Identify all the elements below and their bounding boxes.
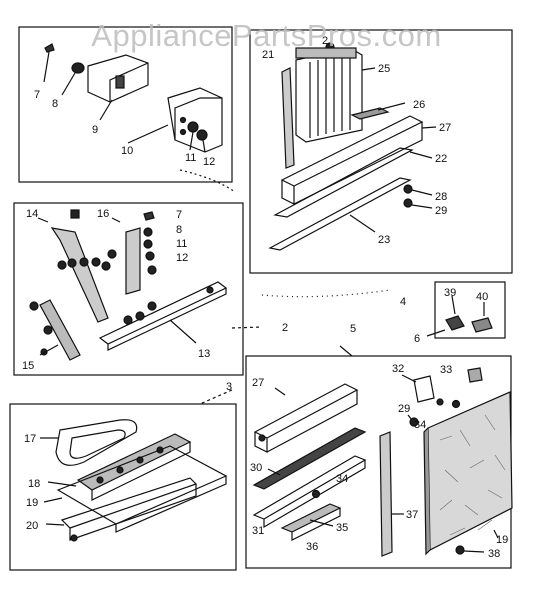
label-34a: 34 bbox=[414, 419, 426, 431]
part-strip-22 bbox=[273, 147, 433, 218]
part-nut-stack bbox=[143, 227, 157, 275]
part-strip-30 bbox=[252, 427, 367, 490]
label-25: 25 bbox=[378, 63, 390, 75]
part-filter-panel bbox=[423, 391, 513, 556]
part-top-rail-27a bbox=[280, 115, 437, 205]
part-angle-bracket-10 bbox=[127, 87, 223, 153]
label-37: 37 bbox=[406, 509, 418, 521]
label-30: 30 bbox=[250, 462, 262, 474]
label-12b: 12 bbox=[176, 252, 188, 264]
label-11a: 11 bbox=[185, 152, 196, 164]
part-bracket-35 bbox=[280, 503, 342, 541]
part-cover-plate-9 bbox=[87, 54, 149, 121]
part-clip-40 bbox=[471, 302, 493, 333]
part-clip-39 bbox=[445, 295, 465, 331]
label-18: 18 bbox=[28, 478, 40, 490]
part-screw-7b bbox=[143, 211, 155, 221]
label-4: 4 bbox=[400, 296, 406, 308]
part-washer-29a bbox=[403, 198, 433, 209]
label-32: 32 bbox=[392, 363, 404, 375]
label-29a: 29 bbox=[435, 205, 447, 217]
label-29b: 29 bbox=[398, 403, 410, 415]
part-base-pan-19a bbox=[43, 445, 228, 533]
label-7a: 7 bbox=[34, 89, 40, 101]
label-12a: 12 bbox=[203, 156, 215, 168]
part-gasket-17 bbox=[40, 419, 138, 466]
label-34b: 34 bbox=[336, 473, 348, 485]
box-curtain-group bbox=[249, 29, 513, 274]
part-screw-34b bbox=[311, 489, 321, 499]
part-post-37 bbox=[379, 431, 404, 557]
label-19a: 19 bbox=[26, 497, 38, 509]
label-6: 6 bbox=[414, 333, 420, 345]
label-15: 15 bbox=[22, 360, 34, 372]
label-28: 28 bbox=[435, 191, 447, 203]
label-11b: 11 bbox=[176, 238, 187, 250]
label-27a: 27 bbox=[439, 122, 451, 134]
part-nut-11a bbox=[187, 121, 199, 151]
part-bracket-18 bbox=[47, 433, 192, 501]
label-38: 38 bbox=[488, 548, 500, 560]
part-channel-21 bbox=[281, 67, 295, 169]
part-screw-34a bbox=[451, 399, 461, 409]
label-36: 36 bbox=[306, 541, 318, 553]
label-16: 16 bbox=[97, 208, 109, 220]
label-17: 17 bbox=[24, 433, 36, 445]
part-screw-group-14 bbox=[57, 209, 117, 271]
part-rail-26 bbox=[350, 102, 406, 120]
label-9: 9 bbox=[92, 124, 98, 136]
part-bottom-strip-23 bbox=[268, 177, 412, 251]
label-23: 23 bbox=[378, 234, 390, 246]
label-14: 14 bbox=[26, 208, 38, 220]
part-rail-13 bbox=[98, 281, 228, 351]
label-2b: 2 bbox=[282, 322, 288, 334]
part-curtain-25 bbox=[295, 47, 376, 143]
label-33: 33 bbox=[440, 364, 452, 376]
label-35: 35 bbox=[336, 522, 348, 534]
label-8a: 8 bbox=[52, 98, 58, 110]
label-7b: 7 bbox=[176, 209, 182, 221]
label-22: 22 bbox=[435, 153, 447, 165]
part-nut-12a bbox=[196, 129, 208, 153]
label-39: 39 bbox=[444, 287, 456, 299]
part-bracket-14 bbox=[37, 217, 109, 323]
part-bracket-32 bbox=[401, 374, 444, 406]
box-clip-kit bbox=[434, 281, 506, 339]
part-clip-33 bbox=[467, 367, 483, 383]
part-guide-15 bbox=[29, 299, 81, 361]
label-20: 20 bbox=[26, 520, 38, 532]
part-top-rail-27b bbox=[253, 383, 359, 453]
label-10: 10 bbox=[121, 145, 133, 157]
label-2a: 2 bbox=[322, 35, 328, 47]
box-bracket-group bbox=[18, 26, 233, 183]
label-26: 26 bbox=[413, 99, 425, 111]
callout-labels: 2 7 8 9 10 11 12 21 25 26 27 22 28 29 23… bbox=[22, 35, 508, 560]
label-21: 21 bbox=[262, 49, 274, 61]
part-screw-7a bbox=[43, 43, 55, 83]
label-13: 13 bbox=[198, 348, 210, 360]
part-screw-38 bbox=[455, 545, 485, 555]
label-40: 40 bbox=[476, 291, 488, 303]
part-screw-29b bbox=[407, 414, 419, 427]
label-3: 3 bbox=[226, 381, 232, 393]
part-washer-8a bbox=[61, 62, 85, 96]
label-31: 31 bbox=[252, 525, 264, 537]
part-rail-20 bbox=[45, 477, 198, 542]
part-bracket-16 bbox=[111, 217, 141, 295]
label-8b: 8 bbox=[176, 224, 182, 236]
label-19b: 19 bbox=[496, 534, 508, 546]
part-screw-28 bbox=[403, 184, 433, 196]
label-27b: 27 bbox=[252, 377, 264, 389]
label-5: 5 bbox=[350, 323, 356, 335]
box-frame-group bbox=[13, 202, 244, 376]
box-base-group bbox=[9, 403, 237, 571]
